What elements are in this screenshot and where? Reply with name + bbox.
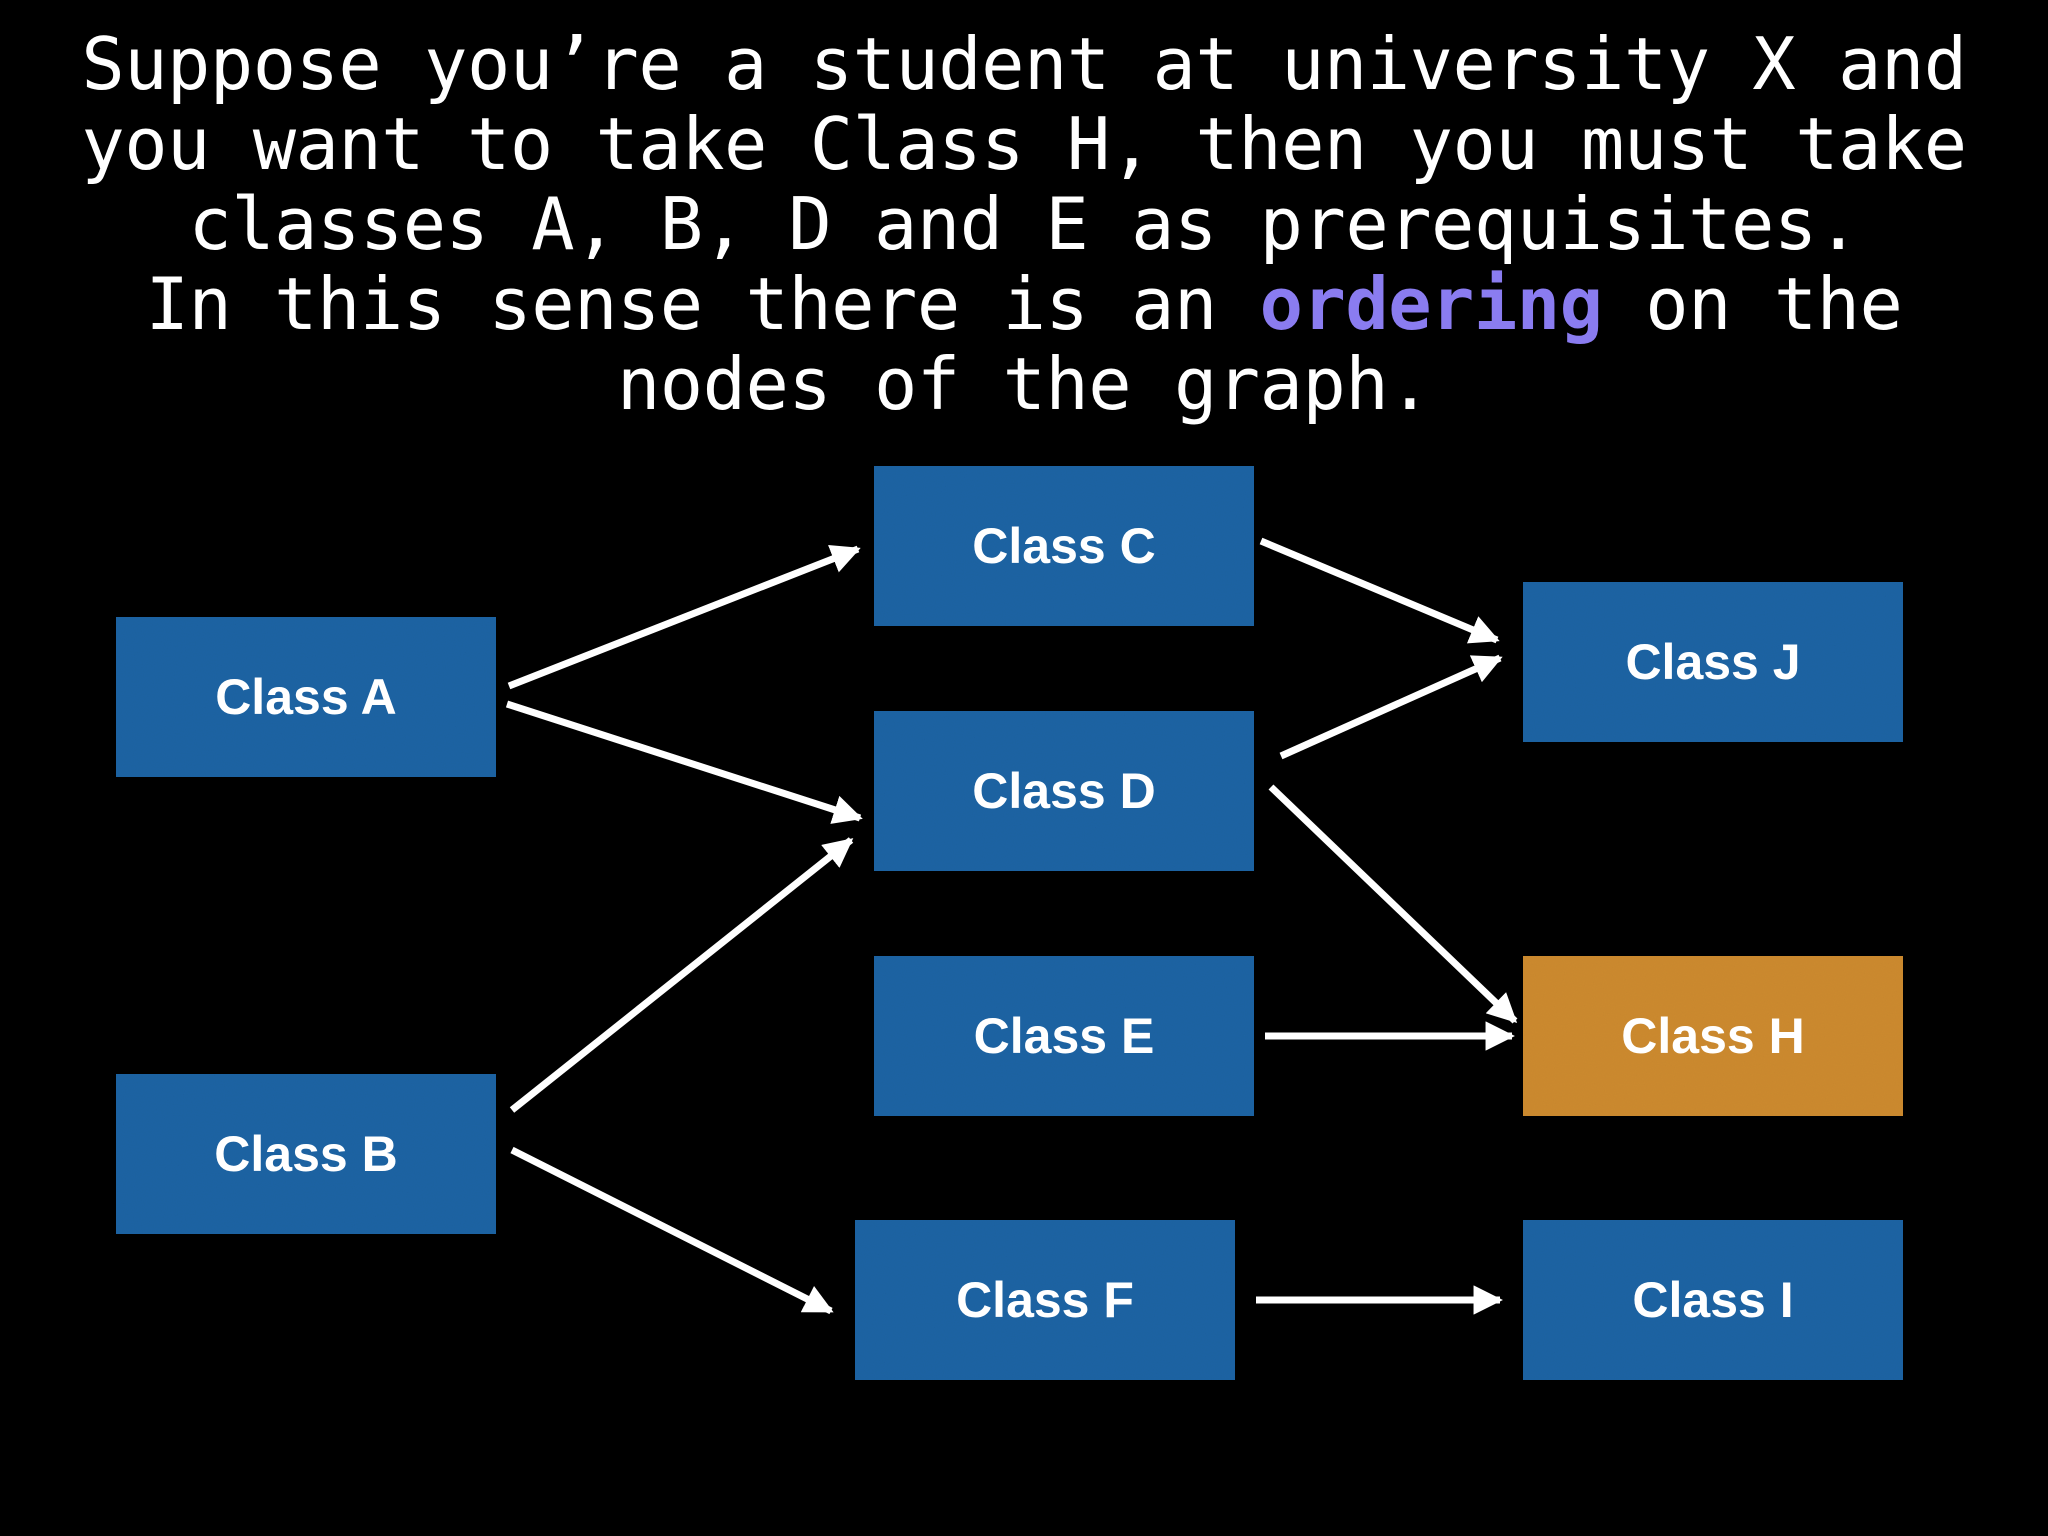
node-box xyxy=(1523,1220,1903,1380)
node-class-c: Class C xyxy=(874,466,1254,626)
edge-b-to-f xyxy=(510,1146,834,1315)
edge-b-to-d xyxy=(509,837,854,1113)
caption-line-4-end: on the xyxy=(1602,262,1903,346)
node-label: Class I xyxy=(1632,1272,1793,1328)
node-label: Class B xyxy=(214,1126,397,1182)
caption-line-3: classes A, B, D and E as prerequisites. xyxy=(188,182,1860,266)
caption-text: Suppose you’re a student at university X… xyxy=(20,24,2028,424)
edge-a-to-c xyxy=(507,544,861,690)
edge-c-to-j xyxy=(1259,537,1500,644)
node-class-d: Class D xyxy=(874,711,1254,871)
node-label: Class F xyxy=(956,1272,1134,1328)
edge-d-to-j xyxy=(1279,654,1503,760)
node-label: Class A xyxy=(215,669,397,725)
node-box xyxy=(1523,956,1903,1116)
node-class-f: Class F xyxy=(855,1220,1235,1380)
node-label: Class J xyxy=(1625,634,1800,690)
caption-line-2: you want to take Class H, then you must … xyxy=(81,102,1967,186)
node-box xyxy=(874,466,1254,626)
node-box xyxy=(116,1074,496,1234)
caption-line-4: In this sense there is an ordering on th… xyxy=(20,264,2028,344)
caption-line-1: Suppose you’re a student at university X… xyxy=(81,22,1967,106)
node-class-h: Class H xyxy=(1523,956,1903,1116)
node-label: Class H xyxy=(1621,1008,1804,1064)
node-box xyxy=(874,956,1254,1116)
nodes-layer: Class A Class B Class C Class D Class E Class… xyxy=(116,466,1903,1380)
ordering-highlight: ordering xyxy=(1259,262,1603,346)
edge-d-to-h xyxy=(1268,784,1518,1024)
caption-line-5: nodes of the graph. xyxy=(616,342,1432,426)
node-class-e: Class E xyxy=(874,956,1254,1116)
node-class-b: Class B xyxy=(116,1074,496,1234)
node-class-j: Class J xyxy=(1523,582,1903,742)
node-box xyxy=(874,711,1254,871)
edges-layer xyxy=(505,537,1518,1315)
edge-a-to-d xyxy=(505,700,863,824)
node-box xyxy=(116,617,496,777)
node-label: Class C xyxy=(972,518,1155,574)
node-box xyxy=(855,1220,1235,1380)
node-label: Class D xyxy=(972,763,1155,819)
node-class-a: Class A xyxy=(116,617,496,777)
node-label: Class E xyxy=(974,1008,1155,1064)
caption-line-4-start: In this sense there is an xyxy=(145,262,1260,346)
node-class-i: Class I xyxy=(1523,1220,1903,1380)
node-box xyxy=(1523,582,1903,742)
